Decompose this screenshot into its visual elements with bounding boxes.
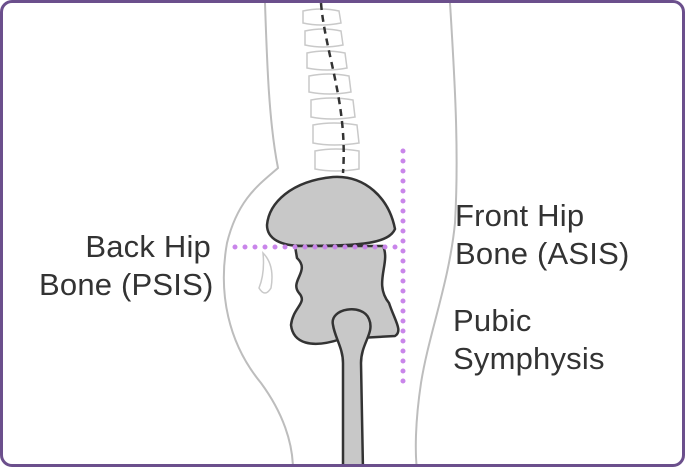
back-hip-label: Back Hip Bone (PSIS) <box>39 228 214 304</box>
back-contour <box>222 3 294 464</box>
front-contour <box>414 3 458 464</box>
spinal-cord-line <box>319 3 345 174</box>
body-outline <box>222 3 458 464</box>
front-hip-line2: Bone (ASIS) <box>455 236 630 271</box>
pelvis-diagram <box>222 3 458 464</box>
front-hip-label: Front Hip Bone (ASIS) <box>455 197 630 273</box>
pubic-symphysis-label: Pubic Symphysis <box>453 302 605 378</box>
spine-illustration <box>258 8 360 294</box>
back-hip-line1: Back Hip <box>85 229 211 264</box>
iliac-crest <box>265 175 397 248</box>
pelvis-body <box>289 244 400 346</box>
back-hip-line2: Bone (PSIS) <box>39 267 214 302</box>
femur-illustration <box>331 308 372 464</box>
pubic-line1: Pubic <box>453 303 532 338</box>
front-hip-line1: Front Hip <box>455 198 585 233</box>
pubic-line2: Symphysis <box>453 341 605 376</box>
pelvis-illustration <box>265 175 400 346</box>
